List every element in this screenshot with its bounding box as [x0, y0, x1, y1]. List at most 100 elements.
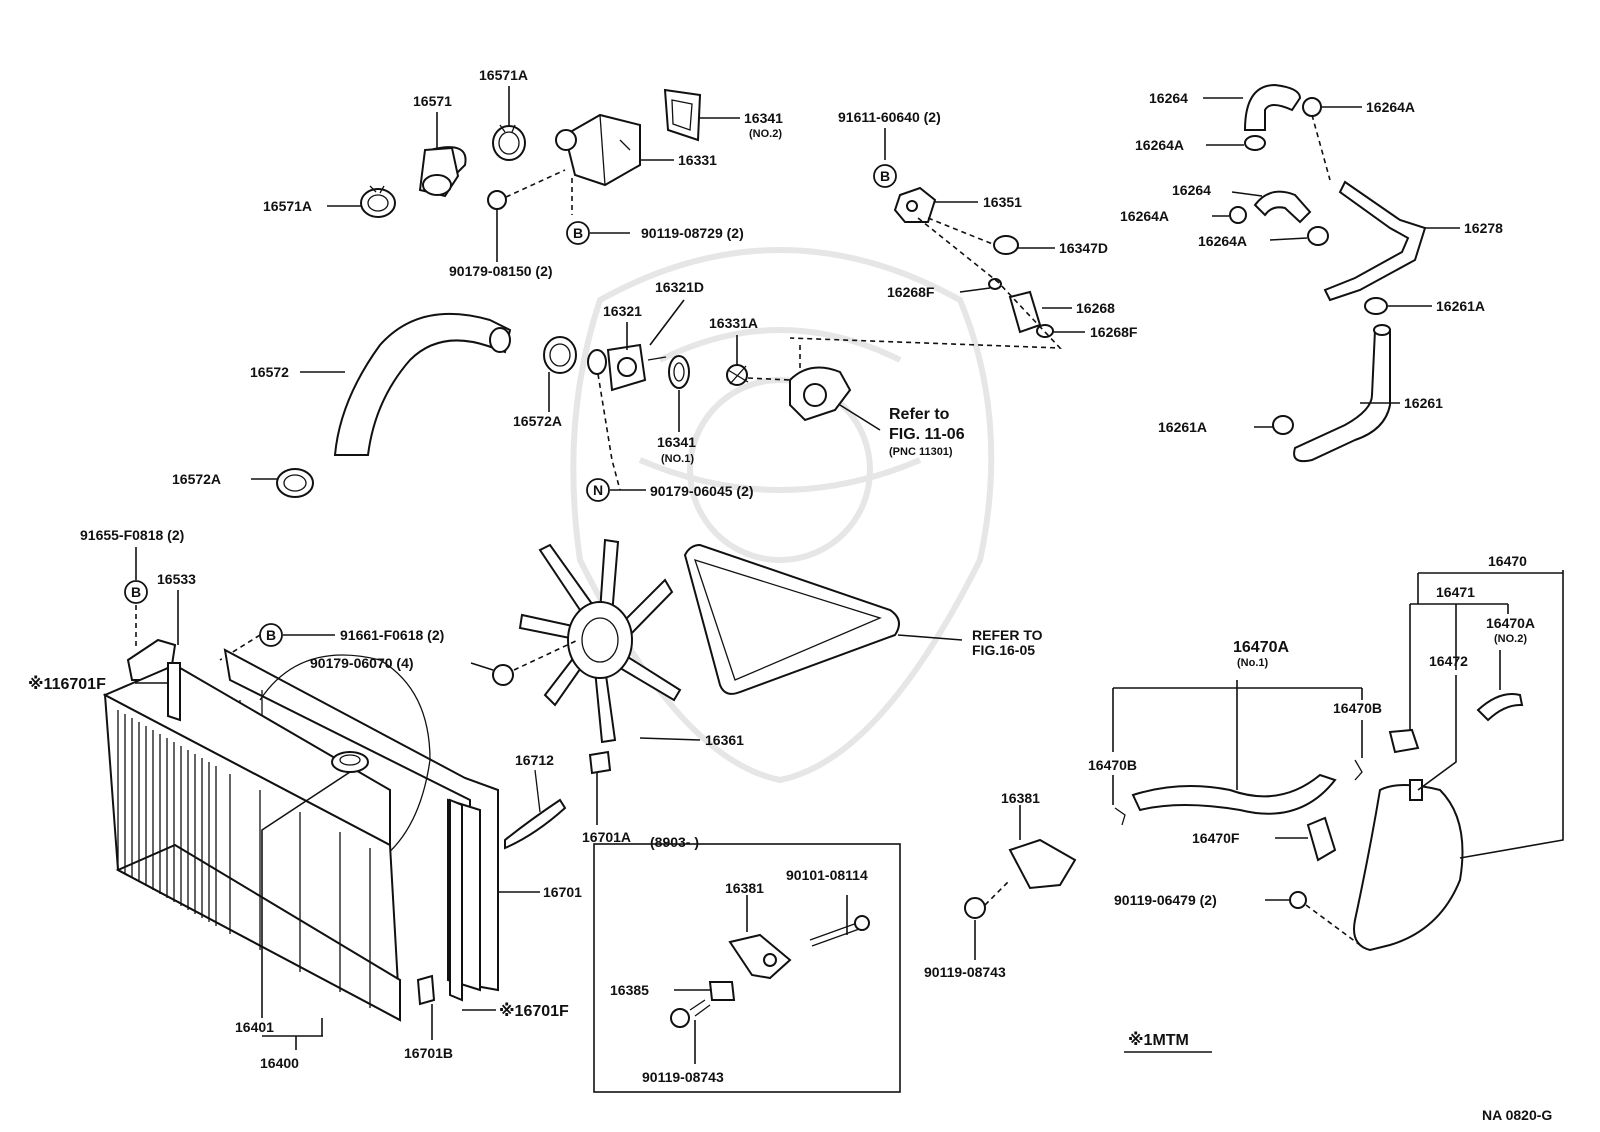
label-16264a-c: 16264A [1120, 208, 1169, 224]
label-16701a: 16701A [582, 829, 631, 845]
label-16571: 16571 [413, 93, 452, 109]
clamp-16264a-d [1307, 226, 1329, 246]
clamp-16264a-b [1244, 135, 1266, 151]
belt [683, 543, 900, 695]
label-16470a-no2-sub: (NO.2) [1494, 633, 1527, 645]
label-16264a-b: 16264A [1135, 137, 1184, 153]
label-90179-06045: 90179-06045 (2) [650, 483, 754, 499]
label-refer-1605-a: REFER TO [972, 627, 1043, 643]
clamp-16572a-a [543, 336, 577, 374]
hose-16470a-no1 [1131, 773, 1337, 815]
pipe-16278 [1323, 180, 1427, 302]
label-16472: 16472 [1429, 653, 1468, 669]
label-16470a-no1-sub: (No.1) [1237, 657, 1269, 669]
gasket-16347d [993, 235, 1019, 255]
hose-16572 [333, 312, 512, 456]
label-16572a-b: 16572A [172, 471, 221, 487]
radiator-16400 [102, 663, 402, 1022]
label-16264a-a: 16264A [1366, 99, 1415, 115]
hose-16470a-no2 [1476, 693, 1524, 722]
spacer-16385 [708, 981, 736, 1001]
bolt-90119-08743-inset [670, 999, 711, 1028]
label-16381: 16381 [1001, 790, 1040, 806]
label-16278: 16278 [1464, 220, 1503, 236]
label-16701f-left: ※116701F [28, 675, 106, 693]
fan-16701f-left [167, 662, 181, 722]
label-16701b: 16701B [404, 1045, 453, 1061]
pipe-16268 [1008, 290, 1042, 334]
label-8903: (8903- ) [650, 834, 699, 850]
clamp-16264a-a [1302, 97, 1322, 117]
label-16347d: 16347D [1059, 240, 1108, 256]
bracket-16381 [1008, 838, 1077, 890]
marker-b-91655: B [124, 580, 148, 604]
label-16572: 16572 [250, 364, 289, 380]
thermostat-16331a [726, 364, 749, 386]
label-16321d: 16321D [655, 279, 704, 295]
leader-lines [135, 86, 1564, 1064]
label-16331a: 16331A [709, 315, 758, 331]
label-90101-08114: 90101-08114 [786, 867, 868, 883]
part-labels: 16571 16571A 16571A 16341 (NO.2) 16331 9… [28, 67, 1552, 1123]
label-16341-no2-sub: (NO.2) [749, 128, 782, 140]
bracket-16381-inset [728, 933, 792, 980]
reservoir-16470 [1353, 779, 1464, 952]
label-16331: 16331 [678, 152, 717, 168]
gasket-16341-no2 [663, 88, 702, 142]
label-16470a-no1: 16470A [1233, 639, 1289, 656]
svg-text:B: B [131, 584, 141, 600]
label-16470f: 16470F [1192, 830, 1240, 846]
label-91661: 91661-F0618 (2) [340, 627, 444, 643]
gasket-16341-no1 [668, 355, 690, 389]
marker-n-90179: N [586, 478, 610, 502]
label-16471: 16471 [1436, 584, 1475, 600]
clamp-16572a-b [276, 468, 314, 498]
fan-16701f-right [449, 798, 463, 1002]
bolt-90119-06479 [1289, 891, 1307, 909]
marker-b-91611: B [873, 164, 897, 188]
clamp-16261a-a [1364, 297, 1388, 315]
bolt-90179-06070 [492, 664, 514, 686]
hose-16261 [1293, 324, 1391, 463]
label-16261a-b: 16261A [1158, 419, 1207, 435]
radiator-cap-16401 [331, 751, 369, 773]
label-16264-a: 16264 [1149, 90, 1188, 106]
clamp-16261a-b [1272, 415, 1294, 435]
label-90119-08743: 90119-08743 [924, 964, 1006, 980]
svg-text:B: B [880, 168, 890, 184]
cushion-16701b [416, 974, 436, 1006]
inset-box [593, 843, 901, 1093]
label-16571a-left: 16571A [263, 198, 312, 214]
label-16701f-right: ※16701F [499, 1002, 569, 1020]
label-16533: 16533 [157, 571, 196, 587]
marker-b-91661: B [259, 623, 283, 647]
pin-16321d [647, 356, 667, 361]
marker-b-90119: B [566, 221, 590, 245]
clamp-16571a-left [360, 185, 396, 218]
label-16268f-a: 16268F [887, 284, 935, 300]
label-16268f-b: 16268F [1090, 324, 1138, 340]
label-16470a-no2: 16470A [1486, 615, 1535, 631]
clip-16701a [588, 750, 612, 775]
svg-text:B: B [266, 627, 276, 643]
hose-16264-a [1243, 83, 1302, 131]
label-16712: 16712 [515, 752, 554, 768]
label-16264a-d: 16264A [1198, 233, 1247, 249]
label-16361: 16361 [705, 732, 744, 748]
label-90119-06479: 90119-06479 (2) [1114, 892, 1217, 908]
diagram-code: NA 0820-G [1482, 1107, 1552, 1123]
inlet-16321 [606, 343, 647, 392]
label-90119-08729: 90119-08729 (2) [641, 225, 744, 241]
clamp-16264a-c [1229, 206, 1247, 224]
bracket-16712 [504, 769, 567, 850]
cap-16472 [1388, 728, 1420, 754]
label-16470b-b: 16470B [1333, 700, 1382, 716]
housing-16331 [555, 113, 641, 187]
svg-text:N: N [593, 482, 603, 498]
label-91655: 91655-F0818 (2) [80, 527, 184, 543]
label-16385: 16385 [610, 982, 649, 998]
label-16470b-a: 16470B [1088, 757, 1137, 773]
bolt-90101-08114 [809, 915, 870, 947]
hose-16571 [418, 146, 467, 198]
